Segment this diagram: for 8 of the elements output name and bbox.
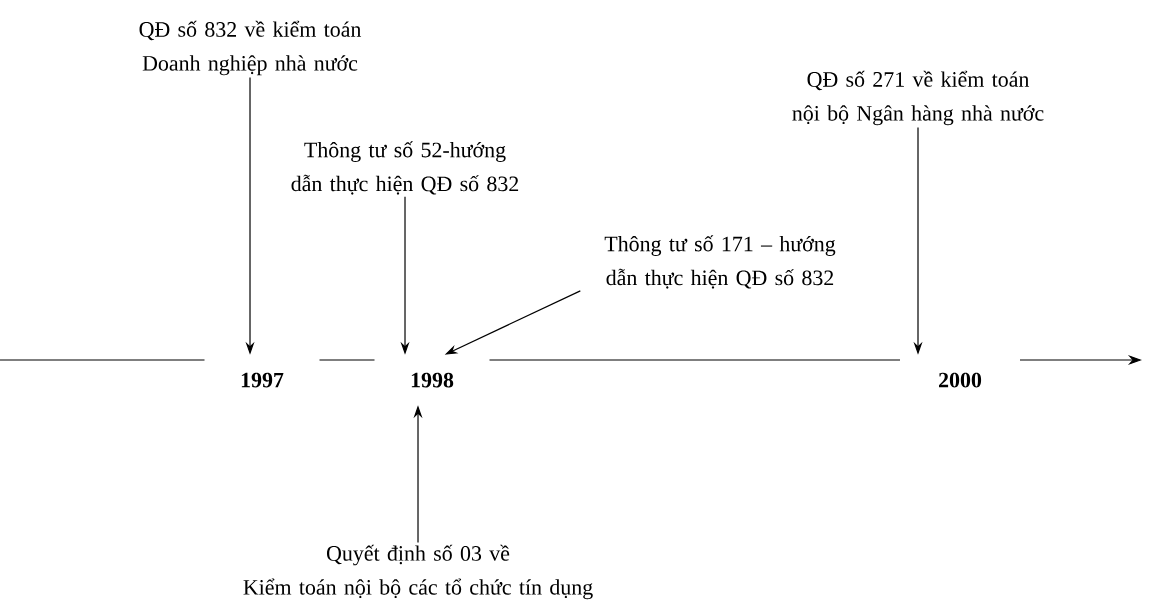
year-label: 2000	[900, 355, 1020, 405]
event-text: Thông tư số 171 – hướng dẫn thực hiện QĐ số 832	[604, 235, 836, 289]
event-text: Thông tư số 52-hướng dẫn thực hiện QĐ số 832	[291, 141, 519, 195]
event-text: QĐ số 271 về kiểm toán nội bộ Ngân hàng nhà nước	[792, 70, 1044, 126]
event-text: QĐ số 832 về kiểm toán Doanh nghiệp nhà nước	[139, 20, 362, 76]
year-label: 1998	[374, 355, 490, 405]
year-label: 1997	[204, 355, 320, 405]
event-text: Quyết định số 03 về Kiểm toán nội bộ các tổ chức tín dụng	[243, 544, 593, 600]
